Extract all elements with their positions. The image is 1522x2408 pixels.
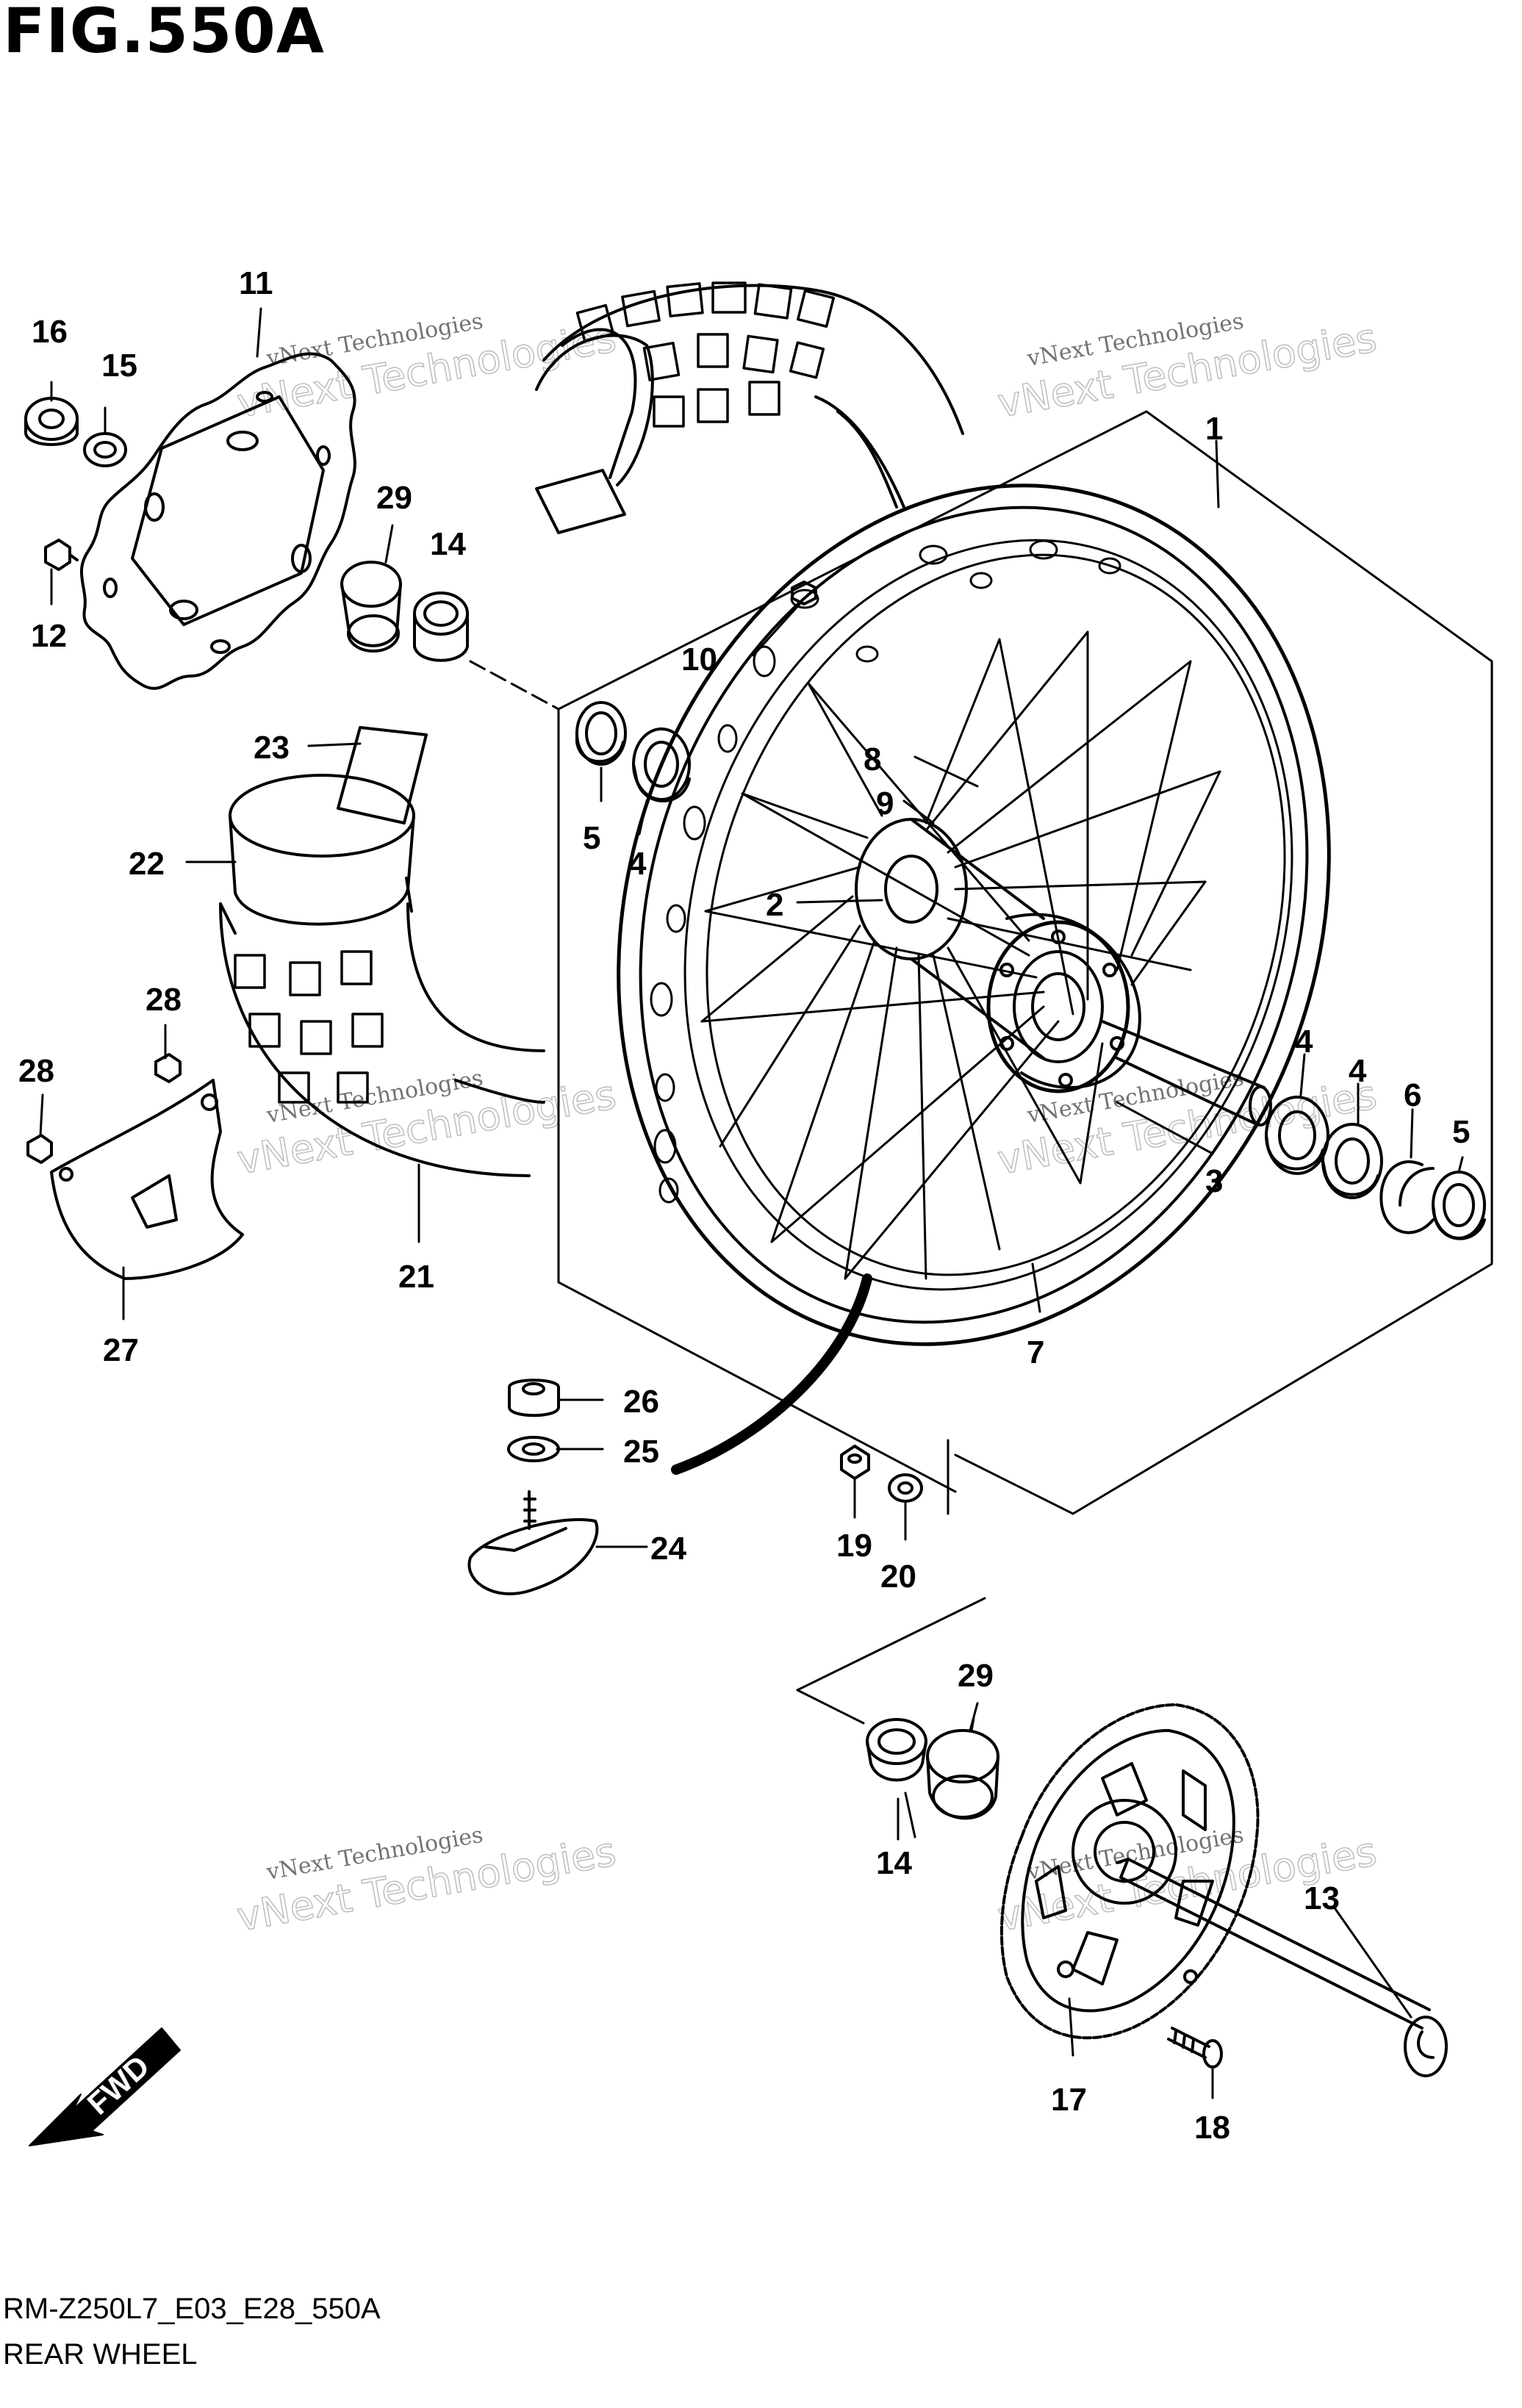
part-21-tire-section xyxy=(219,902,545,1177)
figure-title: FIG.550A xyxy=(3,0,325,67)
callout-27: 27 xyxy=(103,1332,139,1368)
part-22-inner-tube-section xyxy=(219,774,415,935)
part-28-bolt-lower xyxy=(26,1134,53,1164)
part-14-collar-upper xyxy=(413,592,469,662)
callout-5: 5 xyxy=(1452,1114,1470,1150)
rear-hub xyxy=(855,818,1141,1093)
watermark-2: vNext Technologies vNext Technologies xyxy=(994,309,1380,428)
rim-spoke-holes xyxy=(650,539,1121,1204)
leader-14-upper-to-hub xyxy=(469,660,560,711)
callout-29: 29 xyxy=(376,480,412,516)
callout-15: 15 xyxy=(101,348,137,384)
callout-3: 3 xyxy=(1205,1163,1223,1199)
callout-11: 11 xyxy=(239,265,273,301)
part-14-collar-lower xyxy=(866,1718,927,1782)
callout-22: 22 xyxy=(129,846,165,882)
wheel-rim xyxy=(617,484,1331,1346)
callout-19: 19 xyxy=(836,1528,872,1564)
callout-4: 4 xyxy=(1295,1024,1313,1060)
part-28-bolt-upper xyxy=(154,1053,182,1083)
callout-7: 7 xyxy=(1027,1334,1044,1370)
callout-18: 18 xyxy=(1194,2110,1230,2146)
watermark-5: vNext Technologies vNext Technologies xyxy=(233,1822,620,1941)
tire-tread-blocks xyxy=(575,281,835,428)
part-15-washer xyxy=(83,432,127,467)
callout-17: 17 xyxy=(1051,2082,1087,2118)
fwd-direction-arrow: FWD xyxy=(29,2027,181,2146)
callout-4: 4 xyxy=(628,846,647,882)
callout-labels: 1 2 3 4 4 4 5 5 6 7 8 9 10 11 12 13 14 1… xyxy=(18,265,1470,2146)
part-20-washer xyxy=(888,1473,923,1503)
part-16-nut xyxy=(24,397,79,446)
part-23-rim-lock-tab xyxy=(337,726,428,824)
sprocket-box-outline xyxy=(796,1597,986,1725)
part-27-disc-guard xyxy=(50,1079,244,1280)
tire-top-section xyxy=(535,281,964,534)
callout-14: 14 xyxy=(430,526,466,562)
wheel-spokes xyxy=(700,630,1221,1280)
hub-axle-collar xyxy=(1101,1020,1272,1126)
part-5-seal-left xyxy=(575,701,627,766)
callout-20: 20 xyxy=(880,1559,916,1595)
figure-code: RM-Z250L7_E03_E28_550A xyxy=(3,2293,381,2325)
callout-12: 12 xyxy=(31,618,67,654)
callout-21: 21 xyxy=(398,1259,434,1295)
callout-29: 29 xyxy=(958,1658,994,1694)
part-17-sprocket xyxy=(999,1703,1260,2040)
part-4-bearing-left xyxy=(632,727,691,802)
callout-1: 1 xyxy=(1205,411,1223,447)
part-26-nut xyxy=(508,1379,560,1417)
figure-name: REAR WHEEL xyxy=(3,2338,198,2371)
callout-2: 2 xyxy=(766,887,783,923)
callout-16: 16 xyxy=(32,314,68,350)
part-4-bearing-right-2 xyxy=(1321,1123,1383,1199)
callout-9: 9 xyxy=(876,786,894,822)
part-6-circlip xyxy=(1379,1160,1435,1234)
part-25-washer xyxy=(507,1436,560,1462)
part-29-spacer-lower xyxy=(926,1729,999,1820)
part-5-seal-right xyxy=(1432,1171,1486,1240)
callout-14: 14 xyxy=(876,1845,912,1881)
part-4-bearing-right-1 xyxy=(1265,1096,1329,1175)
part-13-axle xyxy=(1116,1858,1448,2077)
assembly-box-outline xyxy=(557,410,1493,1515)
callout-28: 28 xyxy=(18,1053,54,1089)
callout-23: 23 xyxy=(254,730,290,766)
callout-13: 13 xyxy=(1304,1880,1340,1916)
callout-5: 5 xyxy=(583,820,600,856)
part-12-bolt xyxy=(44,539,79,571)
callout-24: 24 xyxy=(650,1531,686,1567)
callout-26: 26 xyxy=(623,1384,659,1420)
brake-disc xyxy=(80,352,356,690)
part-19-nut xyxy=(840,1445,870,1480)
part-18-bolt xyxy=(1167,2027,1223,2069)
part-10-valve-nut-top xyxy=(791,581,817,605)
callout-10: 10 xyxy=(681,641,717,678)
callout-6: 6 xyxy=(1404,1077,1421,1113)
callout-28: 28 xyxy=(146,982,182,1018)
callout-4: 4 xyxy=(1349,1053,1367,1089)
callout-8: 8 xyxy=(864,741,881,777)
part-29-spacer-upper xyxy=(340,561,402,653)
valve-curve xyxy=(671,1273,872,1475)
part-24-rim-lock xyxy=(467,1490,599,1595)
callout-25: 25 xyxy=(623,1434,659,1470)
leader-lines xyxy=(39,307,1464,2099)
